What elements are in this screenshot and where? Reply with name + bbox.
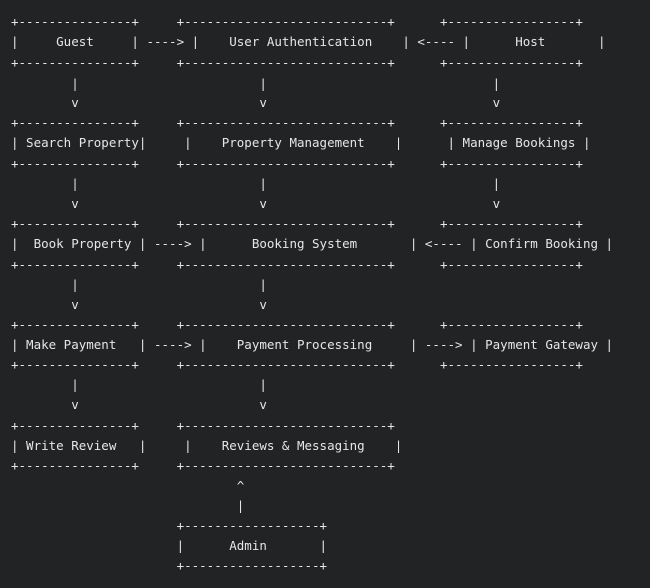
admin-connector-arrow: ^	[11, 478, 245, 493]
row-05-box-top: +---------------+ +---------------------…	[11, 418, 395, 433]
admin-box-top: +------------------+	[11, 518, 328, 533]
admin-connector-bar: |	[11, 498, 245, 513]
row-04-connector-arrow: v v	[11, 397, 267, 412]
row-03-connector-bar: | |	[11, 277, 267, 292]
row-02-box-top: +---------------+ +---------------------…	[11, 115, 583, 130]
row-01-labels: | Guest | ----> | User Authentication | …	[11, 34, 606, 49]
row-02-connector-bar: | | |	[11, 176, 501, 191]
row-03-connector-arrow: v v	[11, 297, 267, 312]
row-01-connector-arrow: v v v	[11, 95, 501, 110]
row-04-box-top: +---------------+ +---------------------…	[11, 317, 583, 332]
admin-box-bottom: +------------------+	[11, 558, 328, 573]
row-03-box-bottom: +---------------+ +---------------------…	[11, 257, 583, 272]
admin-box-label: | Admin |	[11, 538, 328, 553]
row-01-connector-bar: | | |	[11, 76, 501, 91]
row-03-box-top: +---------------+ +---------------------…	[11, 216, 583, 231]
row-04-connector-bar: | |	[11, 377, 267, 392]
row-02-connector-arrow: v v v	[11, 196, 501, 211]
row-05-labels: | Write Review | | Reviews & Messaging |	[11, 438, 403, 453]
row-04-box-bottom: +---------------+ +---------------------…	[11, 357, 583, 372]
row-03-labels: | Book Property | ----> | Booking System…	[11, 236, 614, 251]
row-04-labels: | Make Payment | ----> | Payment Process…	[11, 337, 614, 352]
row-02-box-bottom: +---------------+ +---------------------…	[11, 156, 583, 171]
row-02-labels: | Search Property| | Property Management…	[11, 135, 591, 150]
row-01-box-bottom: +---------------+ +---------------------…	[11, 55, 583, 70]
row-01-box-top: +---------------+ +---------------------…	[11, 14, 583, 29]
row-05-box-bottom: +---------------+ +---------------------…	[11, 458, 395, 473]
